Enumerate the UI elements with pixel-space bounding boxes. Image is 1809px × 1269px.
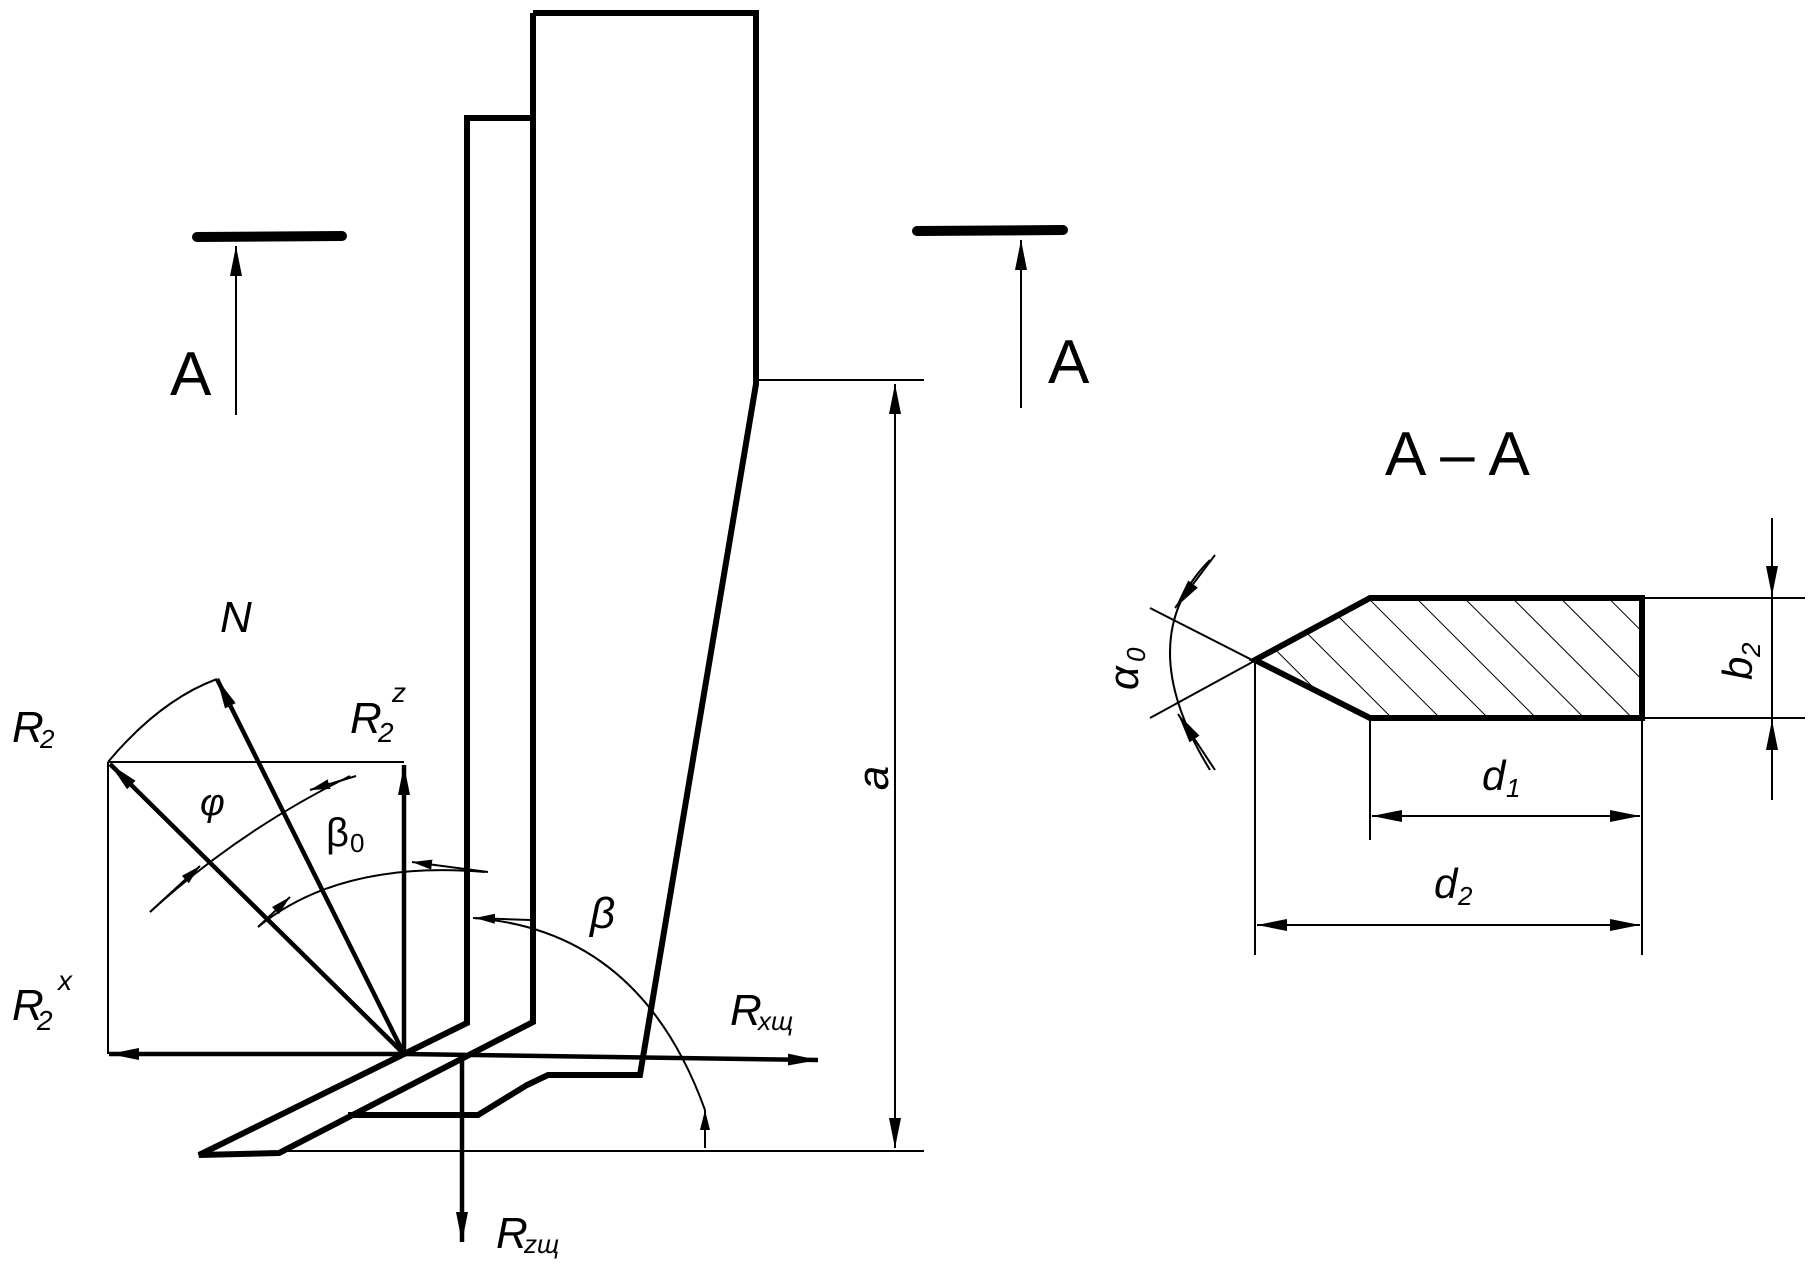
svg-text:zщ: zщ xyxy=(523,1229,559,1259)
svg-text:2: 2 xyxy=(36,1005,53,1036)
section-marker-left: A xyxy=(170,231,347,415)
svg-text:R: R xyxy=(350,694,382,743)
svg-text:β: β xyxy=(326,811,349,855)
label-b2: b 2 xyxy=(1714,642,1766,680)
label-beta: β xyxy=(588,889,615,938)
svg-text:2: 2 xyxy=(1736,642,1766,658)
svg-text:xщ: xщ xyxy=(756,1006,793,1036)
label-N: N xyxy=(220,593,252,642)
svg-text:0: 0 xyxy=(350,828,364,858)
svg-text:2: 2 xyxy=(39,724,55,754)
label-d1: d 1 xyxy=(1482,752,1520,803)
label-R2: R 2 xyxy=(12,703,55,754)
svg-text:R: R xyxy=(12,703,44,752)
section-letter-right: A xyxy=(1048,328,1090,397)
dimension-a: a xyxy=(279,379,924,1152)
svg-text:2: 2 xyxy=(1457,881,1473,911)
section-title: A – A xyxy=(1385,420,1530,489)
svg-text:1: 1 xyxy=(1506,773,1520,803)
label-R2x: R 2 x xyxy=(12,965,73,1036)
svg-text:2: 2 xyxy=(377,717,394,748)
svg-text:R: R xyxy=(496,1209,528,1258)
svg-text:0: 0 xyxy=(1121,647,1151,662)
dimension-a-label: a xyxy=(849,766,898,790)
section-view xyxy=(1149,518,1805,955)
section-marker-right: A xyxy=(912,225,1090,408)
svg-text:d: d xyxy=(1482,752,1507,799)
label-R2z: R 2 z xyxy=(350,677,406,748)
label-alpha0: α 0 xyxy=(1100,647,1151,690)
label-Rzsch: R zщ xyxy=(496,1209,559,1259)
label-Rxsch: R xщ xyxy=(730,986,793,1036)
label-phi: φ xyxy=(200,782,225,824)
svg-text:d: d xyxy=(1434,860,1459,907)
svg-text:x: x xyxy=(56,965,73,996)
section-letter-left: A xyxy=(170,340,212,409)
label-beta0: β 0 xyxy=(326,811,364,858)
svg-text:z: z xyxy=(391,677,406,708)
svg-text:R: R xyxy=(12,981,44,1030)
label-d2: d 2 xyxy=(1434,860,1473,911)
tool-body xyxy=(197,10,759,1158)
svg-text:R: R xyxy=(730,986,762,1035)
force-diagram xyxy=(107,677,819,1242)
svg-text:α: α xyxy=(1100,665,1147,690)
svg-text:b: b xyxy=(1714,657,1761,680)
